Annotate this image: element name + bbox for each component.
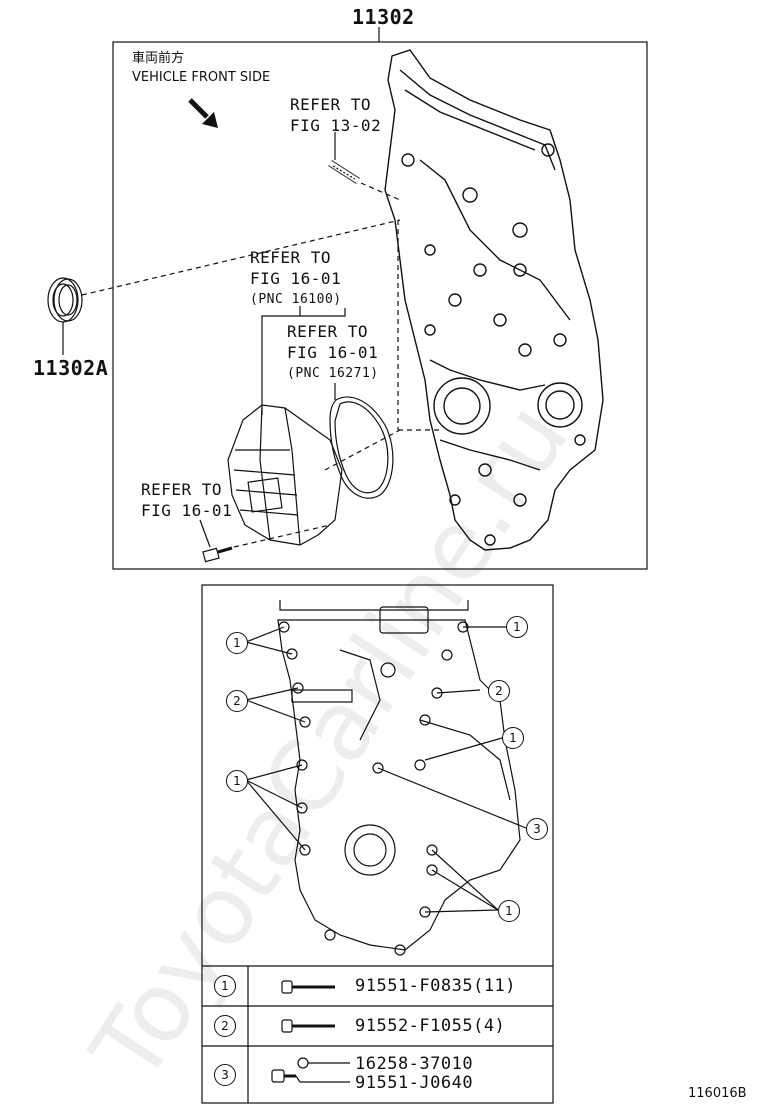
legend-num-1: 1 [214, 975, 236, 997]
stud-bolt-icon [328, 160, 360, 184]
legend-part-2[interactable]: 91552-F1055(4) [355, 1016, 506, 1036]
callout-2: 2 [488, 680, 510, 702]
callout-leaders [245, 626, 527, 913]
ref-fig-16-01-pnc-16271[interactable]: REFER TO FIG 16-01 (PNC 16271) [287, 322, 379, 381]
figure-id: 116016B [688, 1086, 747, 1101]
callout-1: 1 [226, 770, 248, 792]
main-part-number: 11302 [352, 5, 415, 29]
bolt-2-icon [281, 1019, 335, 1033]
callout-1: 1 [226, 632, 248, 654]
ref-fig-16-01-pnc-16100[interactable]: REFER TO FIG 16-01 (PNC 16100) [250, 248, 342, 307]
ref-fig-13-02[interactable]: REFER TO FIG 13-02 [290, 95, 382, 135]
bolt-3-icon [271, 1057, 350, 1083]
callout-2: 2 [226, 690, 248, 712]
seal-part-number[interactable]: 11302A [33, 356, 109, 380]
direction-japanese: 車両前方 [132, 51, 185, 66]
legend-part-3b[interactable]: 91551-J0640 [355, 1073, 474, 1093]
ref-fig-16-01-bolt[interactable]: REFER TO FIG 16-01 [141, 480, 233, 520]
legend-part-1[interactable]: 91551-F0835(11) [355, 976, 517, 996]
water-pump-icon [227, 404, 343, 546]
direction-english: VEHICLE FRONT SIDE [132, 70, 271, 85]
oil-seal-icon [47, 277, 83, 323]
callout-1: 1 [506, 616, 528, 638]
callout-3: 3 [526, 818, 548, 840]
legend-part-3a[interactable]: 16258-37010 [355, 1054, 474, 1074]
upper-frame [112, 41, 648, 570]
lower-frame [201, 584, 554, 1104]
legend-num-3: 3 [214, 1064, 236, 1086]
legend-num-2: 2 [214, 1015, 236, 1037]
pump-bolt-icon [202, 546, 233, 563]
bolt-1-icon [281, 980, 335, 994]
gasket-icon [329, 396, 394, 499]
timing-cover-icon [384, 49, 604, 551]
callout-1: 1 [498, 900, 520, 922]
front-arrow-icon [188, 98, 218, 128]
callout-1: 1 [502, 727, 524, 749]
